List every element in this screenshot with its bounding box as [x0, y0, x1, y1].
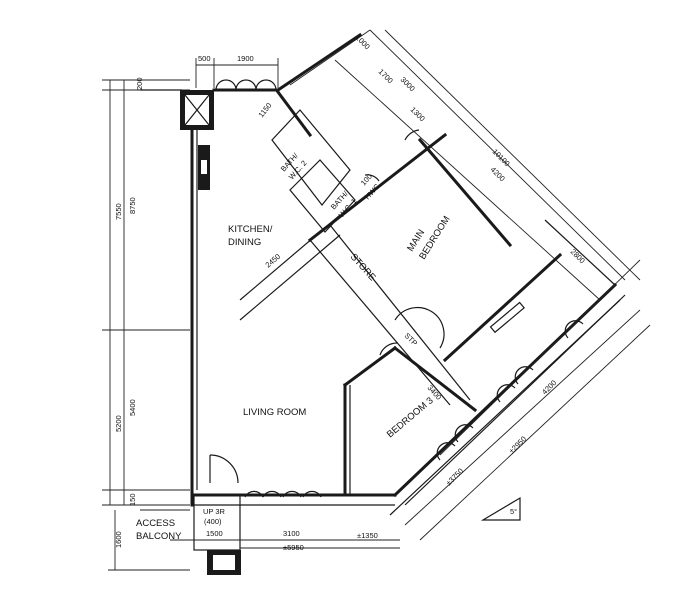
living-windows	[244, 490, 322, 498]
dim-200: 200	[135, 77, 144, 90]
dim-5400: 5400	[128, 399, 137, 416]
dim-3000: 3000	[399, 75, 417, 93]
dim-2950: ±2950	[507, 434, 528, 455]
dim-4200b: 4200	[540, 378, 558, 396]
doors	[209, 129, 445, 484]
dim-3750: ±3750	[444, 466, 465, 487]
dim-150: 150	[128, 493, 137, 506]
dim-1150: 1150	[256, 101, 273, 119]
kitchen-counter	[198, 145, 210, 190]
label-bedroom3: BEDROOM 3	[385, 395, 436, 440]
dim-1600: 1600	[114, 531, 123, 548]
left-dimensions	[102, 79, 190, 571]
dim-2800: 2800	[569, 247, 587, 265]
label-kitchen-1: KITCHEN/	[228, 224, 273, 235]
dim-8750: 8750	[128, 197, 137, 214]
dim-1500: 1500	[206, 529, 223, 538]
dim-1350: ±1350	[357, 531, 378, 540]
dim-1700: 1700	[377, 67, 395, 85]
diagonal-dimensions	[404, 259, 651, 541]
dim-3100: 3100	[283, 529, 300, 538]
dim-5200: 5200	[114, 415, 123, 432]
lift-shaft	[180, 90, 214, 130]
access-balcony	[140, 494, 400, 575]
diagonal-structure	[239, 29, 641, 497]
dim-500: 500	[198, 54, 211, 63]
dim-1000: 1000	[354, 33, 372, 51]
slope-label: 5°	[510, 507, 517, 516]
dim-1300: 1300	[409, 105, 427, 123]
dim-4200a: 4200	[489, 165, 507, 183]
dim-7550: 7550	[114, 203, 123, 220]
kitchen-window	[215, 79, 277, 91]
slope-marker	[480, 496, 521, 521]
label-access-1: ACCESS	[136, 518, 175, 529]
label-kitchen-2: DINING	[228, 237, 261, 248]
label-access-2: BALCONY	[136, 531, 182, 542]
top-dimensions	[195, 58, 279, 88]
label-living: LIVING ROOM	[243, 407, 306, 418]
label-store: STORE	[348, 252, 378, 284]
label-up-1: UP 3R	[203, 507, 226, 516]
label-up-2: (400)	[204, 517, 222, 526]
dim-1900: 1900	[237, 54, 254, 63]
outer-walls	[140, 32, 626, 516]
dim-5950: ±5950	[283, 543, 304, 552]
